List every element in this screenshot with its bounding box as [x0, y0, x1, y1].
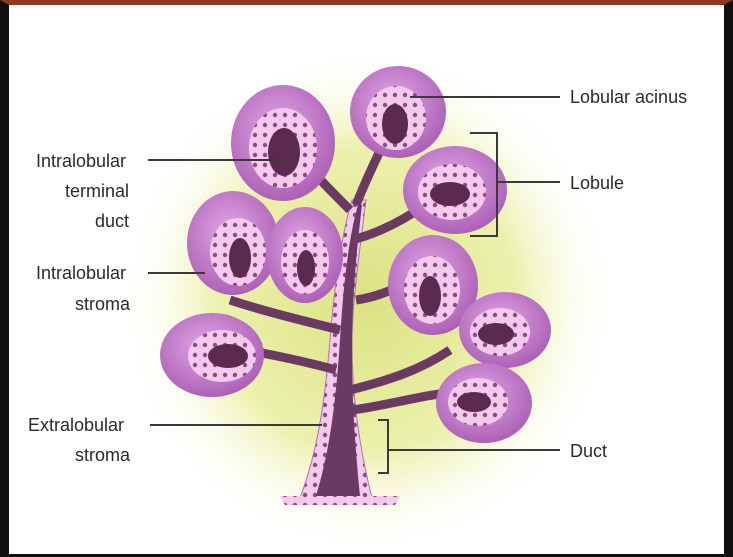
label-intralobular-stroma-1: Intralobular: [36, 263, 126, 283]
label-duct: Duct: [570, 441, 607, 461]
label-lobule: Lobule: [570, 173, 624, 193]
label-extralobular-stroma-2: stroma: [75, 445, 131, 465]
label-intralobular-terminal-duct-2: terminal: [65, 181, 129, 201]
label-extralobular-stroma-1: Extralobular: [28, 415, 124, 435]
label-intralobular-stroma-2: stroma: [75, 294, 131, 314]
label-intralobular-terminal-duct-3: duct: [95, 211, 129, 231]
label-intralobular-terminal-duct-1: Intralobular: [36, 151, 126, 171]
label-lobular-acinus: Lobular acinus: [570, 87, 687, 107]
